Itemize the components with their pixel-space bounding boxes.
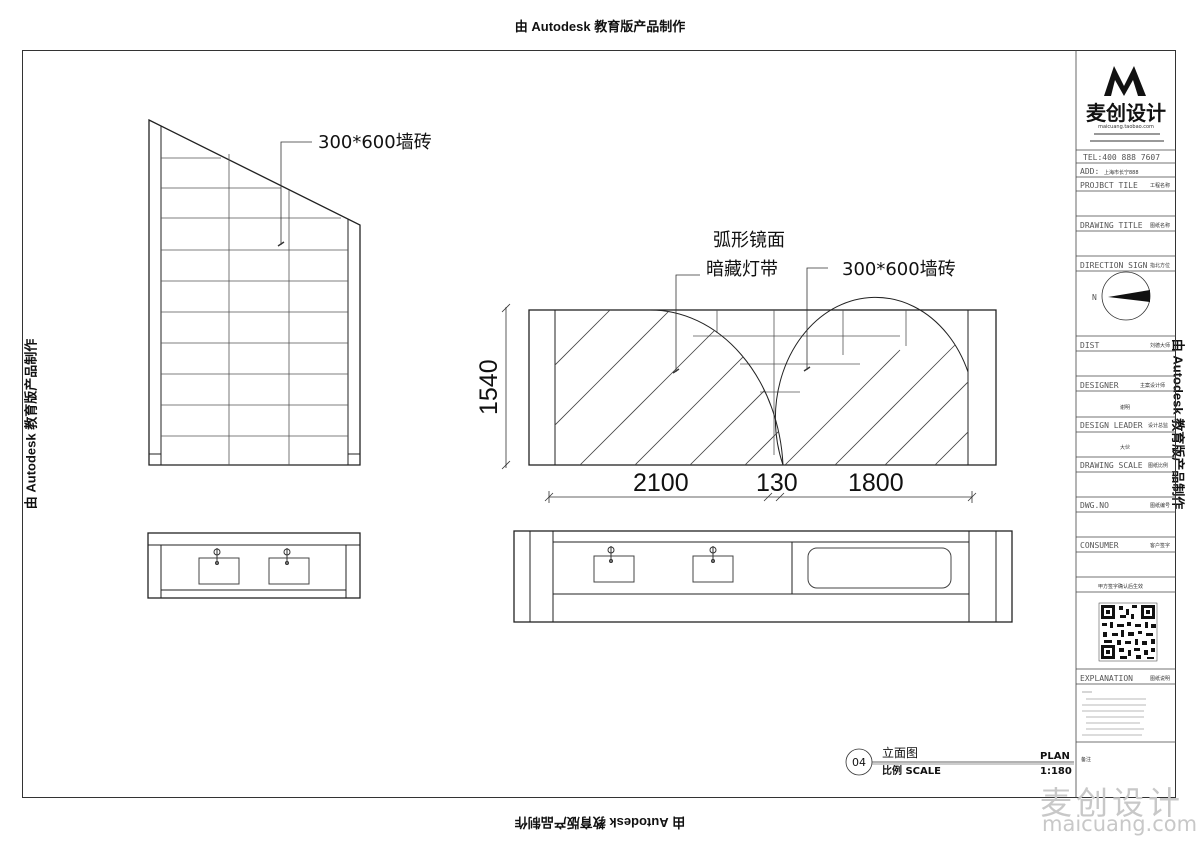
explanation-label: EXPLANATION <box>1080 674 1133 683</box>
design-leader-label: DESIGN LEADER <box>1080 421 1143 430</box>
dwg-no-label: DWG.NO <box>1080 501 1109 510</box>
left-tile-grid <box>161 154 348 465</box>
left-tile-label: 300*600墙砖 <box>318 132 432 153</box>
dist-value: 刘德大师 <box>1150 342 1170 349</box>
tel-text: TEL:400 888 7607 <box>1083 153 1160 162</box>
brand-url: maicuang.taobao.com <box>1098 124 1154 130</box>
faucet-icon <box>607 546 717 563</box>
width-dim-1800: 1800 <box>848 469 904 497</box>
width-dim-130: 130 <box>756 469 798 497</box>
designer-label: DESIGNER <box>1080 381 1119 390</box>
drawing-title-label: DRAWING TITLE <box>1080 221 1143 230</box>
left-elevation <box>148 118 361 466</box>
drawing-scale-label: DRAWING SCALE <box>1080 461 1143 470</box>
brand-logo <box>1104 66 1146 96</box>
drawing-title-value: 图纸名称 <box>1150 222 1170 229</box>
designer-name: 谢明 <box>1120 404 1130 411</box>
right-elevation <box>501 267 997 503</box>
right-plan <box>513 530 1013 623</box>
direction-sign-label: DIRECTION SIGN <box>1080 261 1148 270</box>
watermark-url: maicuang.com <box>1042 812 1198 836</box>
qr-code <box>1098 602 1158 662</box>
design-leader-value: 设计总监 <box>1148 422 1168 429</box>
consumer-value: 客户签字 <box>1150 542 1170 549</box>
north-arrow-icon <box>1101 271 1151 321</box>
height-dim-label: 1540 <box>475 359 503 415</box>
drawing-number: 04 <box>852 756 866 769</box>
scale-label: 比例 SCALE <box>882 764 941 777</box>
faucet-icon <box>213 548 291 565</box>
project-title-value: 工程名称 <box>1150 182 1170 189</box>
sheet-border <box>22 50 1176 798</box>
consumer-note: 甲方签字确认后生效 <box>1098 583 1143 590</box>
mirror-label-line1: 弧形镜面 <box>713 230 785 251</box>
note-label: 备注 <box>1081 756 1091 763</box>
width-dim-2100: 2100 <box>633 469 689 497</box>
scale-value: 1:180 <box>1040 766 1072 777</box>
drawing-label <box>845 748 1074 776</box>
dwg-no-value: 图纸编号 <box>1150 502 1170 509</box>
north-label: N <box>1092 293 1097 302</box>
dist-label: DIST <box>1080 341 1099 350</box>
brand-name: 麦创设计 <box>1086 101 1166 125</box>
designer-value: 主案设计师 <box>1140 382 1165 389</box>
explanation-text-lines <box>1082 691 1146 736</box>
design-leader-name: 大伙 <box>1120 444 1130 451</box>
watermark-brand: 麦创设计 <box>1040 784 1185 822</box>
add-label: ADD: <box>1080 167 1099 176</box>
drawing-type: PLAN <box>1040 751 1070 762</box>
left-plan <box>147 532 361 599</box>
mirror-label-line2: 暗藏灯带 <box>706 259 778 280</box>
add-value: 上海市长宁888 <box>1104 169 1139 176</box>
width-dimension <box>544 491 977 503</box>
right-tile-grid <box>693 310 907 455</box>
edu-stamp-top: 由 Autodesk 教育版产品制作 <box>514 19 686 34</box>
title-block <box>1075 50 1176 798</box>
right-tile-label: 300*600墙砖 <box>842 259 956 280</box>
consumer-label: CONSUMER <box>1080 541 1119 550</box>
explanation-value: 图纸说明 <box>1150 675 1170 682</box>
direction-sign-value: 指北方位 <box>1150 262 1170 269</box>
drawing-title: 立面图 <box>882 745 918 760</box>
project-title-label: PROJBCT TILE <box>1080 181 1138 190</box>
drawing-scale-value: 图纸比例 <box>1148 462 1168 469</box>
height-dimension <box>501 303 511 470</box>
